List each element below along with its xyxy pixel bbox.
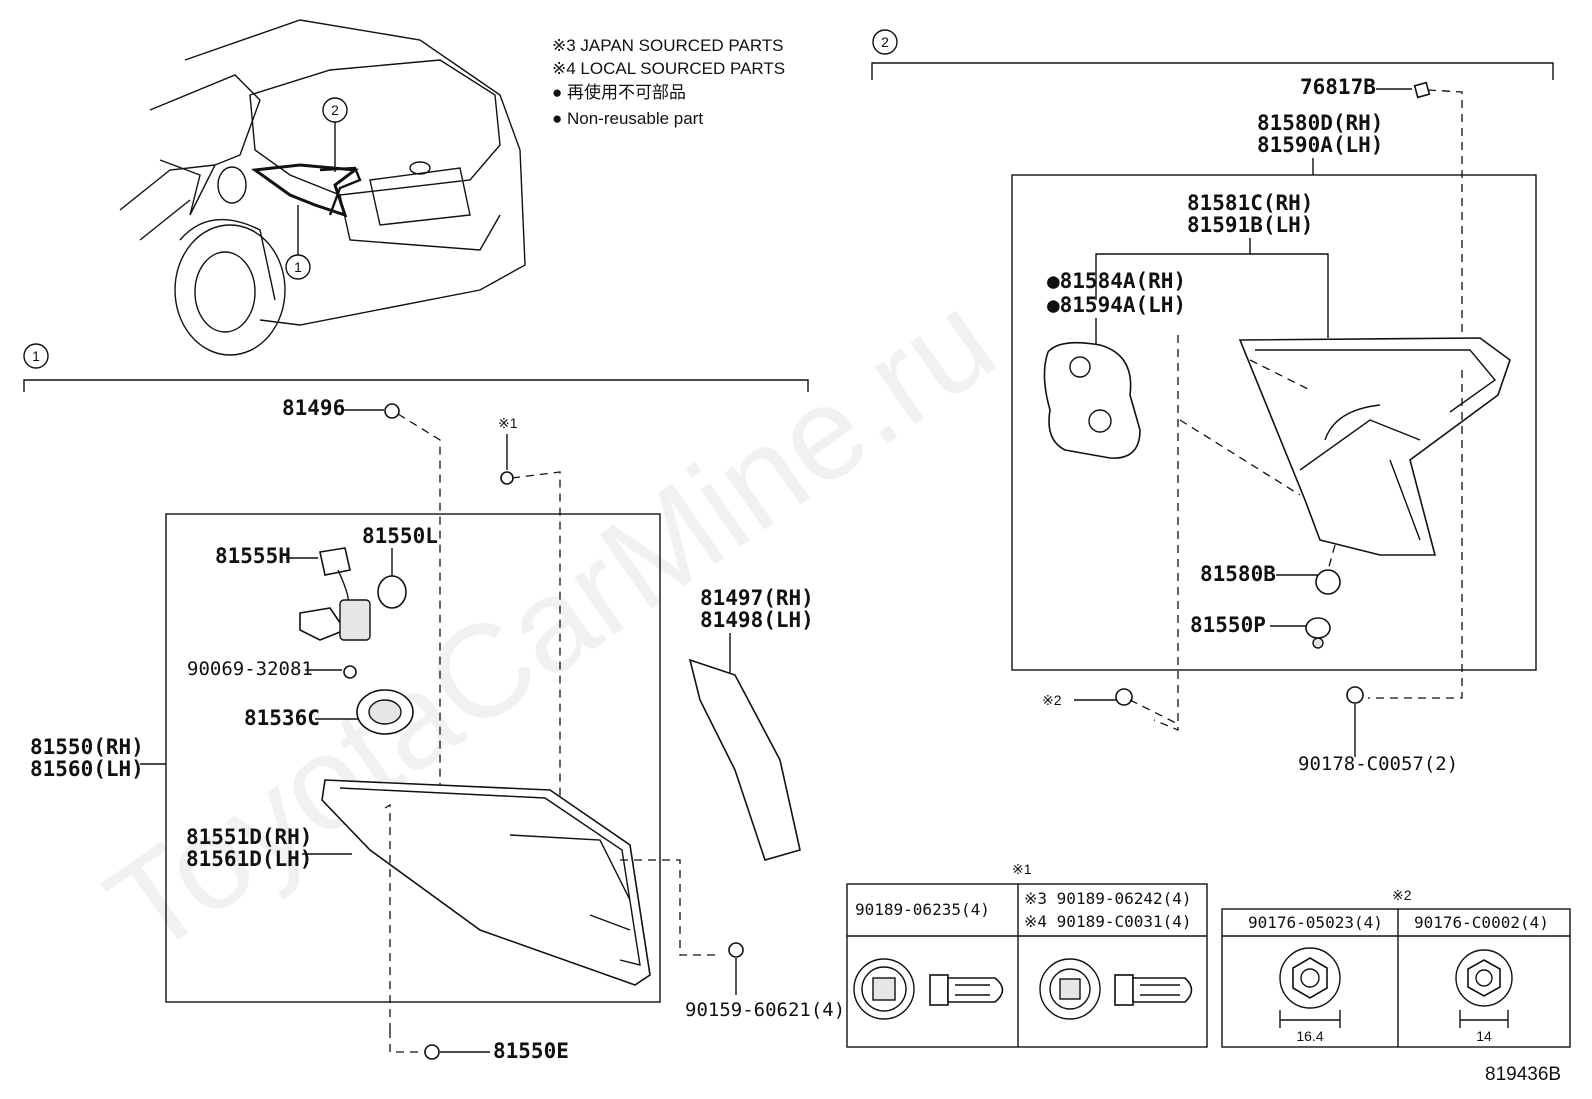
label-81550P: 81550P <box>1190 613 1266 637</box>
callout-2-overview: 2 <box>322 97 348 123</box>
label-81560: 81560(LH) <box>30 757 144 781</box>
label-81584A: ●81584A(RH) <box>1047 269 1186 293</box>
socket-81536C <box>356 689 414 735</box>
dim-16-4: 16.4 <box>1296 1028 1323 1044</box>
rear-lamp-box <box>165 513 661 1003</box>
clip-81496 <box>384 403 400 419</box>
legend: ※3 JAPAN SOURCED PARTS ※4 LOCAL SOURCED … <box>552 36 785 128</box>
label-81580D: 81580D(RH) <box>1257 111 1383 135</box>
legend-nonreusable-en: ● Non-reusable part <box>552 109 703 128</box>
mark-2-label: ※2 <box>1042 692 1062 708</box>
svg-text:1: 1 <box>32 348 40 364</box>
label-81590A: 81590A(LH) <box>1257 133 1383 157</box>
legend-japan: ※3 JAPAN SOURCED PARTS <box>552 36 784 55</box>
label-81594A: ●81594A(LH) <box>1047 293 1186 317</box>
label-90069-32081: 90069-32081 <box>187 658 313 680</box>
socket-81550P <box>1305 617 1331 649</box>
label-81581C: 81581C(RH) <box>1187 191 1313 215</box>
socket-81555H <box>299 547 371 641</box>
label-81536C: 81536C <box>244 706 320 730</box>
table2-col2: 90176-C0002(4) <box>1414 913 1549 932</box>
nut-90178-C0057 <box>1346 686 1364 704</box>
nut-90176-C0002-drawing <box>1455 949 1513 1028</box>
label-81591B: 81591B(LH) <box>1187 213 1313 237</box>
screw-mark1 <box>500 471 514 485</box>
table1-col1: 90189-06235(4) <box>855 900 990 919</box>
label-81550L: 81550L <box>362 524 438 548</box>
bulb-81550L <box>377 575 407 609</box>
table2-title: ※2 <box>1392 887 1412 903</box>
label-81550: 81550(RH) <box>30 735 144 759</box>
table1-col2b: ※4 90189-C0031(4) <box>1024 912 1192 931</box>
label-81550E: 81550E <box>493 1039 569 1063</box>
clip-90189-06242-drawing <box>1039 958 1193 1020</box>
label-81498: 81498(LH) <box>700 608 814 632</box>
label-81551D: 81551D(RH) <box>186 825 312 849</box>
label-76817B: 76817B <box>1300 75 1376 99</box>
table1-title: ※1 <box>1012 861 1032 877</box>
bulb-81580B <box>1315 569 1341 595</box>
label-81555H: 81555H <box>215 544 291 568</box>
bulb-81550E <box>424 1044 440 1060</box>
legend-nonreusable-jp: ● 再使用不可部品 <box>552 82 686 102</box>
clip-90189-06235-drawing <box>853 958 1004 1020</box>
label-81497: 81497(RH) <box>700 586 814 610</box>
label-81561D: 81561D(LH) <box>186 847 312 871</box>
table2-col1: 90176-05023(4) <box>1248 913 1383 932</box>
table1-col2a: ※3 90189-06242(4) <box>1024 889 1192 908</box>
dim-14: 14 <box>1476 1028 1492 1044</box>
section-2-header: 2 <box>871 29 1554 80</box>
rear-lamp-lens <box>321 779 651 986</box>
legend-local: ※4 LOCAL SOURCED PARTS <box>552 59 785 78</box>
callout-1-overview: 1 <box>285 254 311 280</box>
back-door-lamp-lens <box>1238 337 1511 556</box>
nut-mark2 <box>1115 688 1133 706</box>
screw-90159-60621 <box>728 942 744 958</box>
diagram-id: 819436B <box>1485 1064 1561 1085</box>
gasket-81497 <box>688 658 801 861</box>
label-81580B: 81580B <box>1200 562 1276 586</box>
svg-text:1: 1 <box>294 259 302 275</box>
clip-76817B <box>1413 81 1431 99</box>
section-1-header: 1 <box>23 343 809 392</box>
label-90178-C0057: 90178-C0057(2) <box>1298 753 1458 775</box>
back-door-lamp-box <box>1011 174 1537 671</box>
car-overview-illustration <box>119 19 526 356</box>
nut-90176-05023-drawing <box>1279 947 1341 1028</box>
label-81496: 81496 <box>282 396 345 420</box>
mark-1-label: ※1 <box>498 415 518 431</box>
label-90159-60621: 90159-60621(4) <box>685 999 845 1021</box>
svg-text:2: 2 <box>881 34 889 50</box>
table-mark1 <box>846 883 1208 1048</box>
table-mark2 <box>1221 908 1571 1048</box>
screw-90069-32081 <box>343 665 357 679</box>
gasket-81584A <box>1043 341 1141 459</box>
svg-text:2: 2 <box>331 102 339 118</box>
